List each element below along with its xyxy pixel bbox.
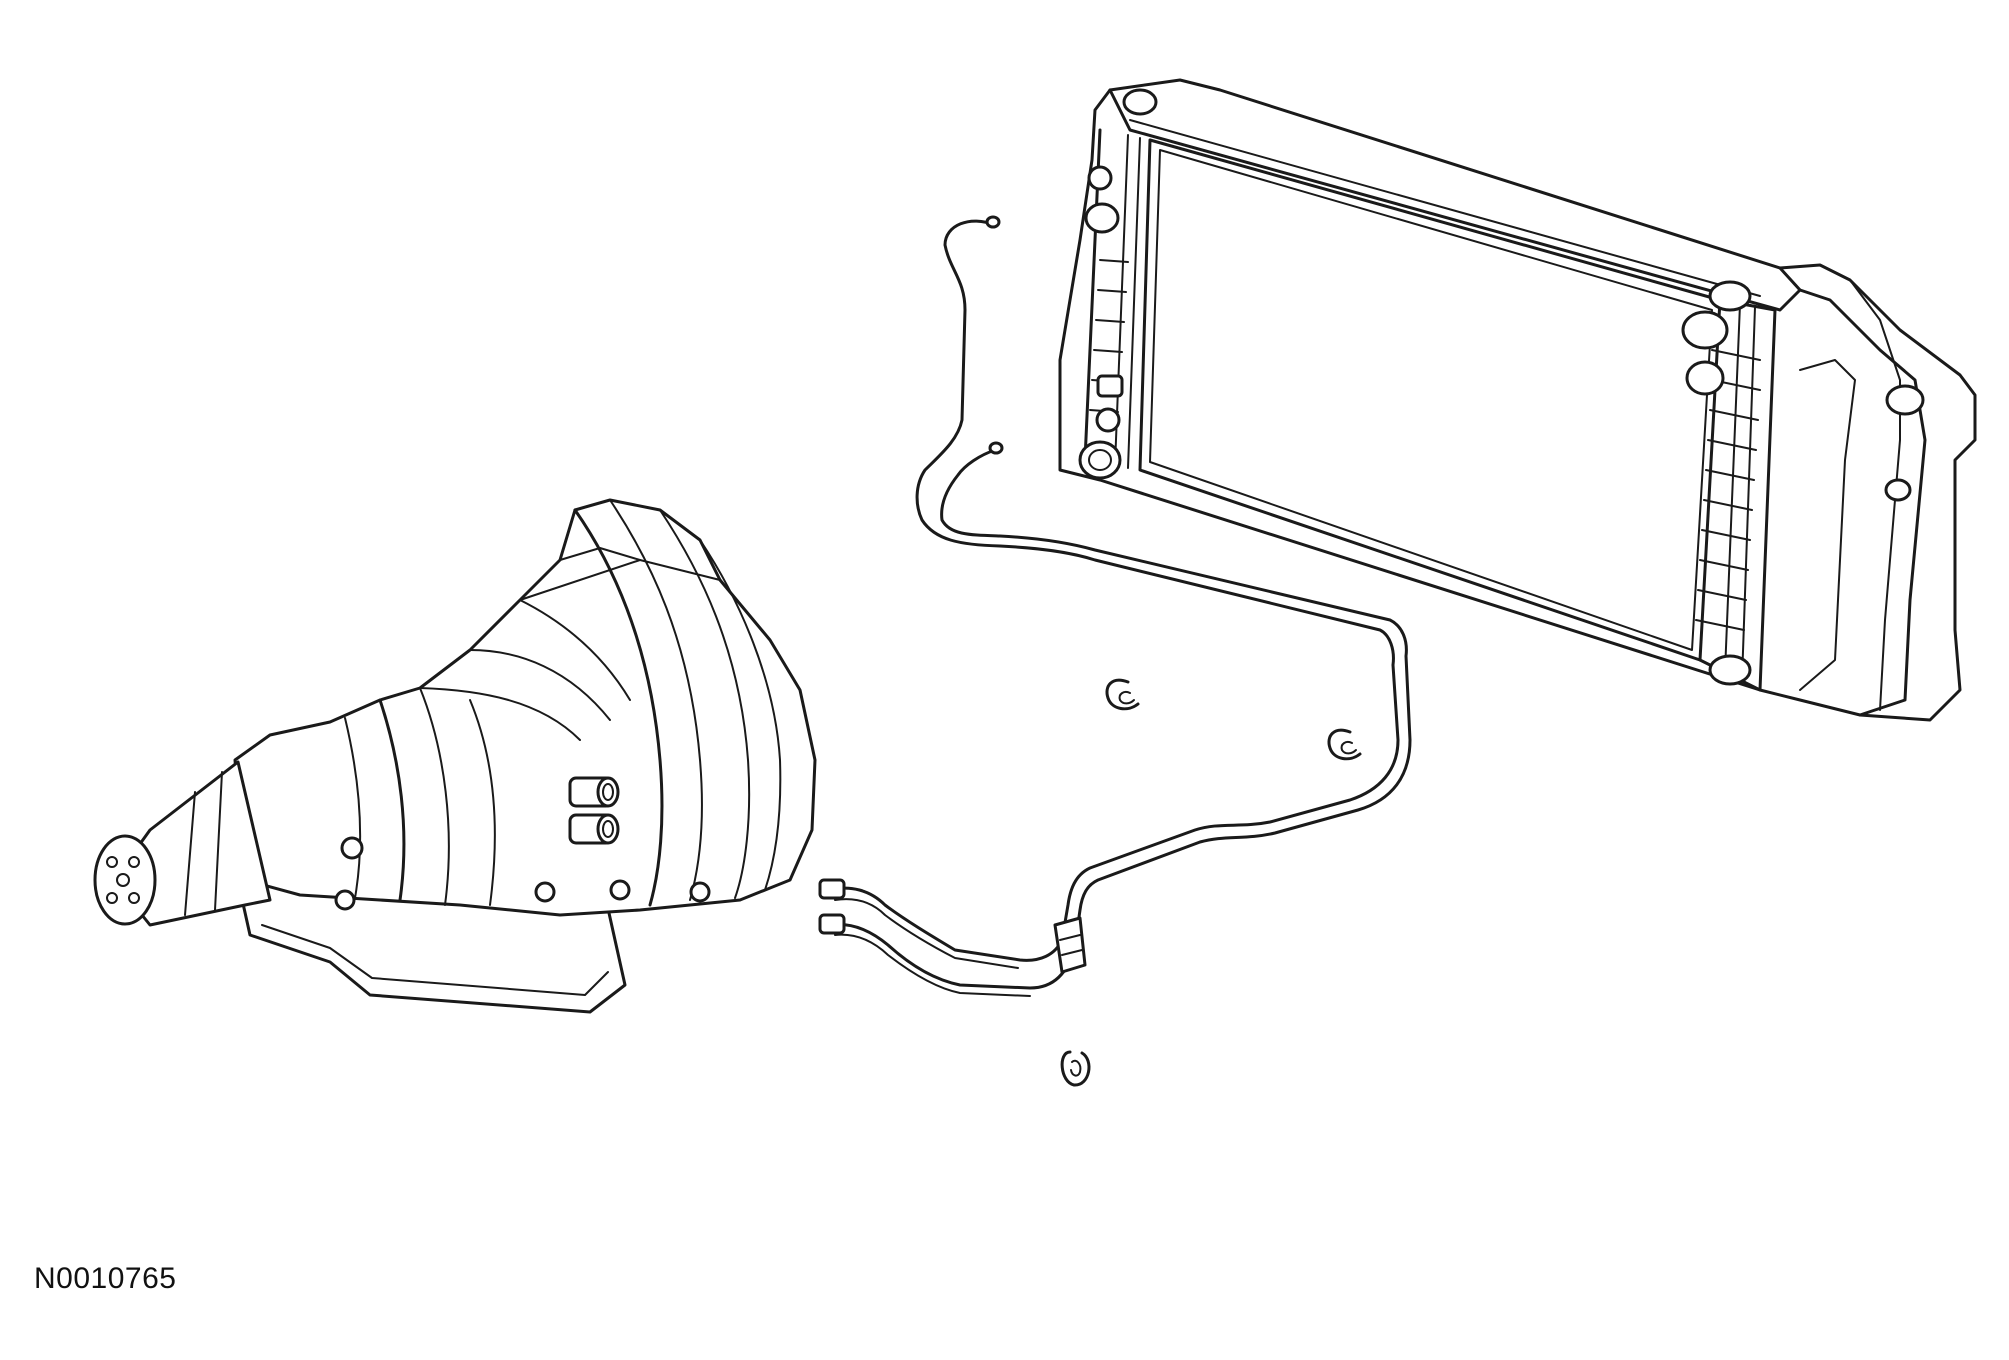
retaining-clip-1 <box>1105 678 1140 711</box>
retaining-clips <box>1060 678 1362 1087</box>
figure-reference-code: N0010765 <box>34 1262 177 1295</box>
transmission-assembly <box>93 498 817 1014</box>
radiator-assembly <box>1058 78 1977 722</box>
retaining-clip-2 <box>1327 728 1362 761</box>
retaining-clip-3 <box>1060 1050 1091 1087</box>
cooler-lines <box>818 215 1412 997</box>
